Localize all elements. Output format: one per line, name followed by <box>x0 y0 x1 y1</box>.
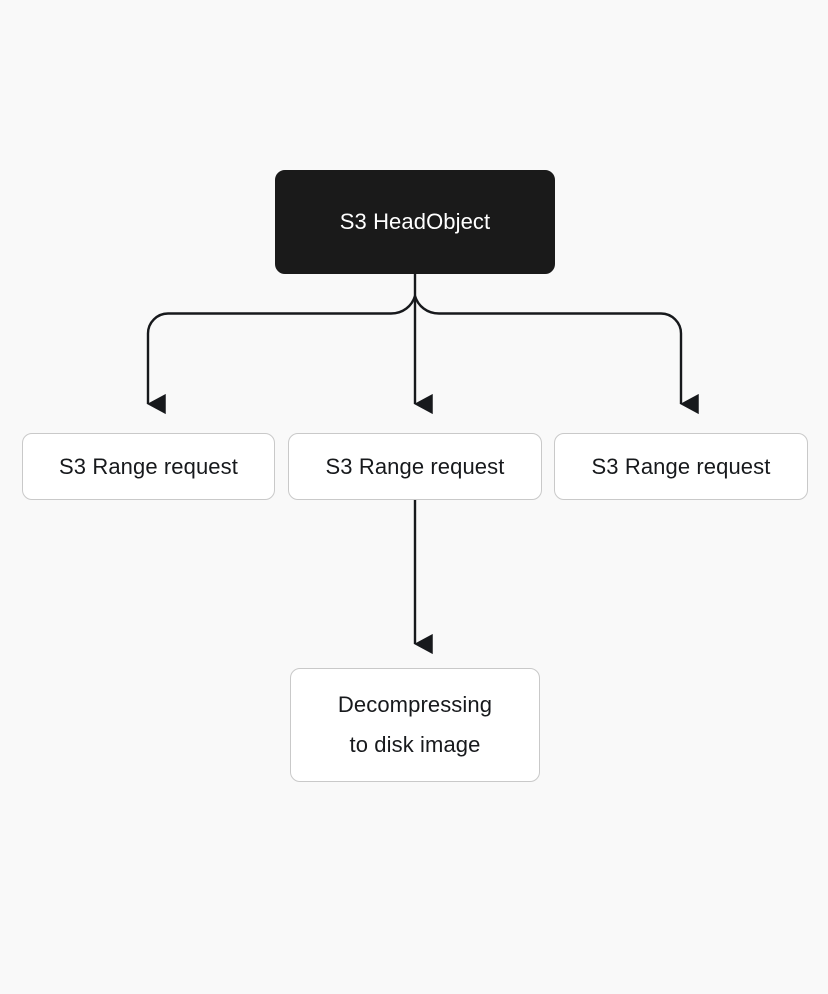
node-s3-range-request-1[interactable]: S3 Range request <box>22 433 275 500</box>
node-s3-range-request-2-label: S3 Range request <box>325 453 505 479</box>
node-decompressing-to-disk-image[interactable]: Decompressing to disk image <box>290 668 540 782</box>
node-s3-range-request-3[interactable]: S3 Range request <box>554 433 808 500</box>
edge-root-to-branch-0 <box>146 295 417 415</box>
node-decompressing-to-disk-image-label: Decompressing to disk image <box>337 692 493 757</box>
edge-root-to-branch-2 <box>413 295 699 415</box>
node-s3-headobject[interactable]: S3 HeadObject <box>275 170 555 274</box>
node-s3-range-request-1-label: S3 Range request <box>59 453 238 479</box>
node-s3-headobject-label: S3 HeadObject <box>339 209 491 234</box>
node-s3-range-request-2[interactable]: S3 Range request <box>288 433 542 500</box>
node-s3-range-request-3-label: S3 Range request <box>591 453 771 479</box>
